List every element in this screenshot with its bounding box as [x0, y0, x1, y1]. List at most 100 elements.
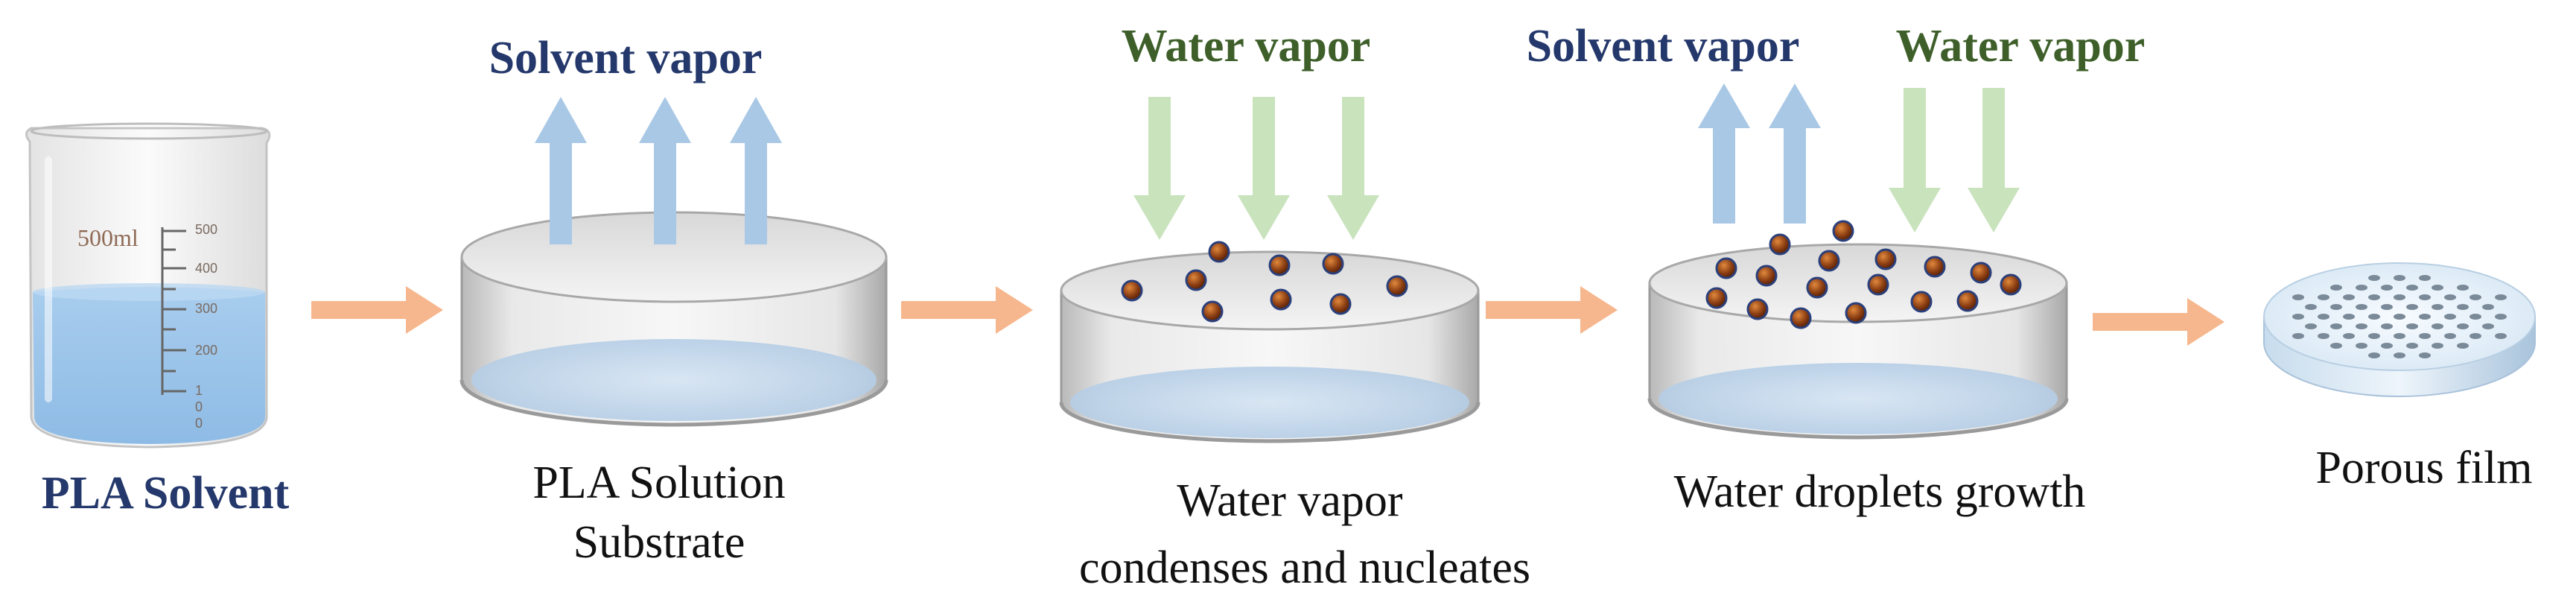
stage-caption-droplets-growth: Water droplets growth [1674, 466, 2086, 517]
pore [2368, 352, 2380, 358]
pore [2343, 314, 2355, 320]
pore [2406, 304, 2418, 310]
droplet [1845, 302, 1867, 324]
droplet [1322, 253, 1344, 275]
droplet [1956, 290, 1979, 312]
up-arrow-icon [535, 97, 587, 244]
pore [2330, 343, 2342, 349]
beaker: 500ml 500 400 300 200 1 0 0 [25, 122, 271, 449]
pore [2470, 294, 2481, 300]
pore [2318, 294, 2329, 300]
pore [2394, 333, 2405, 339]
petri-dish-2 [1059, 250, 1481, 443]
pore [2432, 323, 2443, 329]
process-arrows [311, 286, 2224, 346]
droplet [1270, 288, 1292, 311]
droplet [1185, 269, 1207, 291]
pore [2406, 343, 2418, 349]
droplet [1746, 298, 1769, 320]
stage-caption-pla-solution: PLA Solution [532, 458, 785, 508]
pore [2394, 294, 2405, 300]
pore [2457, 304, 2469, 310]
up-arrow-icon [730, 97, 782, 244]
stage-caption-water-vapor: Water vapor [1177, 475, 1402, 526]
pore [2356, 343, 2367, 349]
porous-film [2263, 262, 2536, 397]
beaker-tick-label: 300 [195, 301, 217, 316]
petri-dish-3 [1647, 243, 2069, 440]
pore [2381, 304, 2393, 310]
pore [2394, 352, 2405, 358]
pore [2292, 294, 2304, 300]
water-droplets-2 [1705, 220, 2022, 329]
process-arrow-1 [311, 286, 443, 334]
pore [2330, 304, 2342, 310]
droplet [1755, 265, 1778, 287]
pore [2343, 333, 2355, 339]
pore [2432, 304, 2443, 310]
pore [2495, 294, 2507, 300]
up-arrow-icon [1769, 83, 1821, 224]
pore [2318, 333, 2329, 339]
solvent-vapor-label-2: Solvent vapor [1527, 21, 1800, 72]
pore [2381, 323, 2393, 329]
pore [2368, 294, 2380, 300]
pore [2444, 314, 2456, 320]
droplet [1386, 275, 1408, 297]
droplet [1201, 300, 1224, 323]
pore [2419, 333, 2431, 339]
pore [2330, 323, 2342, 329]
beaker-tick-label: 1 [195, 383, 203, 398]
droplet [1832, 220, 1854, 242]
pore [2457, 323, 2469, 329]
beaker-volume-label: 500ml [77, 224, 139, 251]
pore [2406, 323, 2418, 329]
beaker-tick-label: 500 [195, 222, 217, 237]
pore [2444, 333, 2456, 339]
pore [2381, 285, 2393, 291]
water-vapor-label-2: Water vapor [1896, 21, 2146, 72]
pore [2305, 304, 2317, 310]
solvent-vapor-label-1: Solvent vapor [489, 33, 763, 83]
down-arrow-icon [1238, 97, 1290, 240]
beaker-tick-label: 200 [195, 343, 217, 358]
pore [2406, 285, 2418, 291]
droplet [1715, 257, 1737, 279]
pore [2470, 333, 2481, 339]
pore [2356, 323, 2367, 329]
pore [2368, 333, 2380, 339]
droplet [1208, 241, 1230, 263]
beaker-tick-label: 0 [195, 399, 203, 414]
beaker-tick-label: 400 [195, 261, 217, 276]
film-pores [2292, 275, 2507, 358]
down-arrow-icon [1968, 88, 2020, 232]
droplet [1970, 262, 1992, 284]
pore [2495, 333, 2507, 339]
water-vapor-label-1: Water vapor [1122, 21, 1371, 72]
pore [2381, 343, 2393, 349]
droplet [1769, 233, 1791, 256]
water-droplets-1 [1121, 241, 1408, 323]
process-arrow-3 [1486, 286, 1618, 334]
solvent-vapor-arrows-2 [1698, 83, 1821, 224]
pore [2330, 285, 2342, 291]
pore [2444, 294, 2456, 300]
pore [2457, 285, 2469, 291]
droplet [1910, 291, 1933, 313]
pore [2318, 314, 2329, 320]
droplet [1121, 279, 1143, 302]
water-vapor-arrows-2 [1889, 88, 2020, 232]
droplet [1705, 287, 1728, 309]
pore [2292, 333, 2304, 339]
solvent-vapor-arrows-1 [535, 97, 782, 244]
petri-dish-1 [459, 211, 888, 427]
down-arrow-icon [1327, 97, 1379, 240]
up-arrow-icon [639, 97, 691, 244]
stage-caption-substrate: Substrate [573, 517, 745, 568]
down-arrow-icon [1889, 88, 1941, 232]
pore [2419, 275, 2431, 281]
pore [2495, 314, 2507, 320]
water-vapor-arrows-1 [1133, 97, 1379, 240]
pore [2368, 314, 2380, 320]
